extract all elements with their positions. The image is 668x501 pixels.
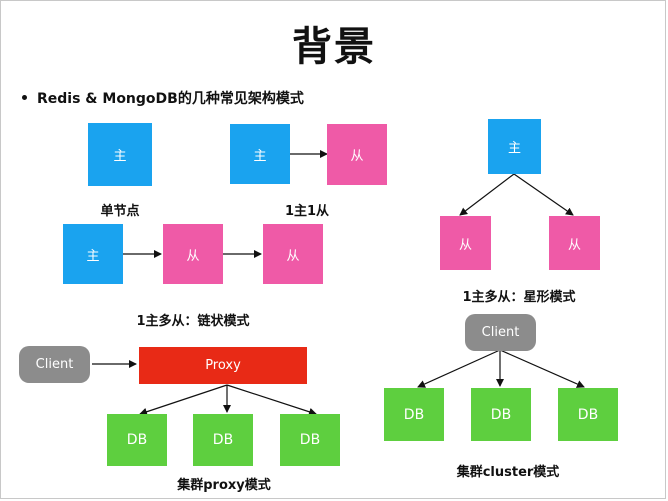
proxy-mode-client: Client (19, 346, 90, 383)
single-node-master: 主 (88, 123, 152, 186)
caption-one-master-one-slave: 1主1从 (284, 204, 330, 219)
arrow-proxy-to-db-right (226, 384, 317, 416)
slide-title: 背景 (292, 24, 376, 70)
arrow-cluster-client-to-db-left (417, 349, 501, 388)
caption-cluster-proxy: 集群proxy模式 (177, 478, 271, 493)
caption-chain-mode: 1主多从：链状模式 (136, 314, 250, 329)
star-slave-left: 从 (440, 216, 491, 270)
proxy-node: Proxy (139, 347, 307, 384)
one-one-slave: 从 (327, 124, 387, 185)
star-slave-right: 从 (549, 216, 600, 270)
cluster-db-right: DB (558, 388, 618, 441)
caption-cluster-mode: 集群cluster模式 (456, 465, 560, 480)
arrow-cluster-client-to-db-right (499, 349, 585, 388)
arrow-star-master-to-slave-left (459, 173, 515, 216)
caption-star-mode: 1主多从：星形模式 (462, 290, 576, 305)
star-master: 主 (488, 119, 541, 174)
proxy-db-middle: DB (193, 414, 253, 466)
bullet-dot (22, 94, 27, 100)
proxy-db-left: DB (107, 414, 167, 466)
cluster-db-left: DB (384, 388, 444, 441)
proxy-db-right: DB (280, 414, 340, 466)
arrow-proxy-to-db-left (139, 384, 228, 416)
cluster-mode-client: Client (465, 314, 536, 351)
cluster-db-middle: DB (471, 388, 531, 441)
chain-slave-1: 从 (163, 224, 223, 284)
caption-single-node: 单节点 (100, 204, 140, 219)
arrow-star-master-to-slave-right (513, 173, 574, 216)
bullet-item: Redis & MongoDB的几种常见架构模式 (22, 88, 304, 108)
one-one-master: 主 (230, 124, 290, 184)
chain-slave-2: 从 (263, 224, 323, 284)
bullet-text: Redis & MongoDB的几种常见架构模式 (37, 91, 304, 107)
chain-master: 主 (63, 224, 123, 284)
